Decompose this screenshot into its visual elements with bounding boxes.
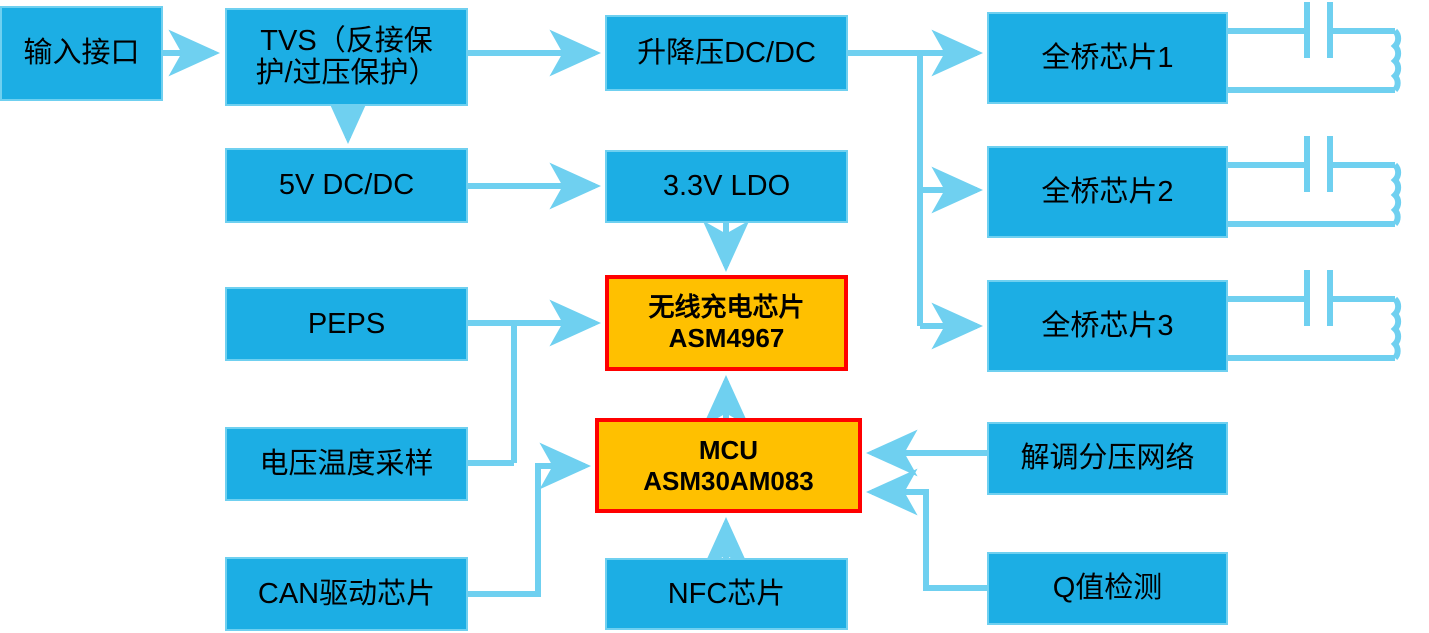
lc1-coil — [1390, 28, 1402, 92]
wire-can-to-mcu — [468, 442, 592, 597]
block-label: 全桥芯片3 — [1041, 309, 1174, 342]
block-can-driver-chip[interactable]: CAN驱动芯片 — [225, 557, 468, 631]
block-peps[interactable]: PEPS — [225, 287, 468, 361]
block-label: Q值检测 — [1052, 572, 1163, 605]
block-label: 全桥芯片1 — [1041, 41, 1174, 74]
block-label: NFC芯片 — [667, 577, 786, 610]
block-full-bridge-chip-3[interactable]: 全桥芯片3 — [987, 280, 1228, 372]
block-label: PEPS — [307, 307, 386, 340]
lc2-coil — [1390, 162, 1402, 226]
block-q-value-detection[interactable]: Q值检测 — [987, 552, 1228, 625]
wire-qdetect-to-mcu — [865, 468, 987, 591]
block-tvs-protection[interactable]: TVS（反接保 护/过压保护） — [225, 8, 468, 106]
block-full-bridge-chip-1[interactable]: 全桥芯片1 — [987, 12, 1228, 104]
lc-tank-2 — [1228, 136, 1402, 227]
block-full-bridge-chip-2[interactable]: 全桥芯片2 — [987, 146, 1228, 238]
block-input-interface[interactable]: 输入接口 — [0, 6, 163, 101]
block-label: 5V DC/DC — [278, 169, 415, 202]
block-label: 无线充电芯片 ASM4967 — [648, 292, 805, 353]
block-buck-boost-dcdc[interactable]: 升降压DC/DC — [605, 15, 848, 91]
block-wireless-charging-chip[interactable]: 无线充电芯片 ASM4967 — [605, 275, 848, 371]
block-label: 3.3V LDO — [662, 170, 791, 203]
block-demodulation-divider-network[interactable]: 解调分压网络 — [987, 422, 1228, 495]
lc-tank-1 — [1228, 2, 1402, 93]
block-label: CAN驱动芯片 — [257, 577, 436, 610]
wire-buckboost-bus — [848, 50, 923, 326]
block-voltage-temperature-sampling[interactable]: 电压温度采样 — [225, 427, 468, 501]
block-5v-dcdc[interactable]: 5V DC/DC — [225, 148, 468, 223]
block-label: 解调分压网络 — [1020, 442, 1195, 475]
lc3-coil — [1390, 296, 1402, 360]
block-nfc-chip[interactable]: NFC芯片 — [605, 558, 848, 630]
block-label: TVS（反接保 护/过压保护） — [255, 24, 438, 89]
block-mcu[interactable]: MCU ASM30AM083 — [595, 418, 862, 513]
lc-tank-3 — [1228, 270, 1402, 361]
block-label: 电压温度采样 — [259, 447, 434, 480]
block-label: 全桥芯片2 — [1041, 175, 1174, 208]
block-label: MCU ASM30AM083 — [643, 434, 814, 496]
block-label: 输入接口 — [23, 37, 140, 70]
block-label: 升降压DC/DC — [637, 36, 816, 69]
block-3v3-ldo[interactable]: 3.3V LDO — [605, 150, 848, 223]
